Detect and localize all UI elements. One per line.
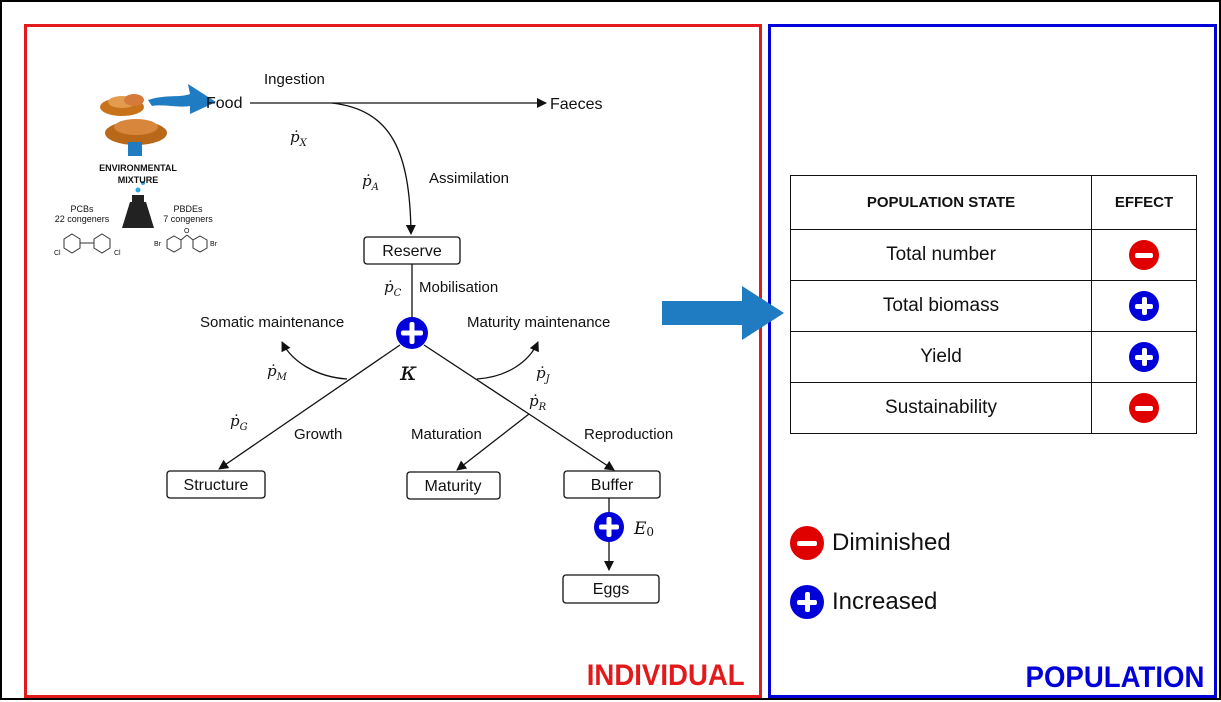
effect-cell <box>1091 382 1197 434</box>
kappa-label: κ <box>399 357 417 387</box>
pc-flux-label: ṗC <box>384 278 402 299</box>
pbde-molecule-icon <box>166 234 208 253</box>
population-state-cell: Total biomass <box>790 280 1092 332</box>
maturity-box: Maturity <box>406 471 501 500</box>
effect-cell <box>1091 331 1197 383</box>
plus-circle-icon <box>1129 291 1159 321</box>
maturity-label: Maturity <box>425 478 482 495</box>
pcb-name: PCBs <box>70 204 94 214</box>
legend-diminished: Diminished <box>790 526 951 560</box>
population-panel-title: POPULATION <box>1025 661 1204 694</box>
table-header-row: POPULATION STATE EFFECT <box>790 175 1197 230</box>
faeces-label: Faeces <box>550 96 602 113</box>
individual-to-population-arrow <box>662 286 784 340</box>
food-label: Food <box>206 95 242 112</box>
col-header-population-state: POPULATION STATE <box>790 175 1092 230</box>
pm-flux-label: ṗM <box>267 362 288 383</box>
eggs-label: Eggs <box>593 581 629 598</box>
population-state-cell: Yield <box>790 331 1092 383</box>
ingestion-label: Ingestion <box>264 71 325 88</box>
e0-label: E0 <box>633 519 654 539</box>
legend-diminished-label: Diminished <box>832 529 951 556</box>
structure-label: Structure <box>184 477 249 494</box>
individual-panel-title: INDIVIDUAL <box>587 659 745 692</box>
pj-flux-label: ṗJ <box>536 364 551 385</box>
somatic-maintenance-label: Somatic maintenance <box>200 314 344 331</box>
plus-circle-icon <box>1129 342 1159 372</box>
col-header-effect: EFFECT <box>1091 175 1197 230</box>
mobilisation-label: Mobilisation <box>419 279 498 296</box>
mixture-heading-line1: ENVIRONMENTAL <box>99 163 177 173</box>
pbde-count: 7 congeners <box>163 214 213 224</box>
pbde-br-right: Br <box>210 241 218 248</box>
flask-icon <box>122 181 154 228</box>
structure-box: Structure <box>166 470 266 499</box>
legend-increased-label: Increased <box>832 588 938 615</box>
population-state-cell: Sustainability <box>790 382 1092 434</box>
table-row: Total biomass <box>790 280 1197 332</box>
effect-cell <box>1091 229 1197 281</box>
minus-circle-icon <box>790 526 824 560</box>
buffer-box: Buffer <box>563 470 661 499</box>
legend-increased: Increased <box>790 585 937 619</box>
maturation-label: Maturation <box>411 426 482 443</box>
population-effects-table: POPULATION STATE EFFECT Total number Tot… <box>790 175 1197 434</box>
pbde-oxygen: O <box>184 228 190 235</box>
table-row: Yield <box>790 331 1197 383</box>
egg-release-plus-icon <box>594 512 624 542</box>
px-flux-label: ṗX <box>290 128 308 149</box>
minus-circle-icon <box>1129 240 1159 270</box>
reserve-label: Reserve <box>382 243 442 260</box>
maturation-branch-arrow <box>456 413 530 471</box>
mixture-heading-line2: MIXTURE <box>118 175 159 185</box>
pbde-name: PBDEs <box>173 204 203 214</box>
minus-circle-icon <box>1129 393 1159 423</box>
population-panel: POPULATION <box>768 24 1217 698</box>
individual-panel: INDIVIDUAL <box>24 24 762 698</box>
reproduction-label: Reproduction <box>584 426 673 443</box>
assimilation-arrow <box>331 102 416 235</box>
kappa-node-plus-icon <box>396 317 428 349</box>
maturity-maintenance-label: Maturity maintenance <box>467 314 610 331</box>
pcb-cl-left: Cl <box>54 250 61 257</box>
food-input-arrow <box>148 84 216 114</box>
population-state-cell: Total number <box>790 229 1092 281</box>
pa-flux-label: ṗA <box>362 172 379 193</box>
growth-label: Growth <box>294 426 342 443</box>
somatic-maintenance-arrow <box>281 341 348 380</box>
pr-flux-label: ṗR <box>529 392 547 413</box>
reserve-box: Reserve <box>363 236 461 265</box>
reproduction-branch-arrow <box>423 344 615 471</box>
plus-circle-icon <box>790 585 824 619</box>
pg-flux-label: ṗG <box>230 412 248 433</box>
pbde-br-left: Br <box>154 241 162 248</box>
effect-cell <box>1091 280 1197 332</box>
pcb-count: 22 congeners <box>55 214 110 224</box>
eggs-box: Eggs <box>562 574 660 604</box>
pcb-cl-right: Cl <box>114 250 121 257</box>
table-row: Sustainability <box>790 382 1197 434</box>
maturity-maintenance-arrow <box>476 341 539 380</box>
growth-branch-arrow <box>218 344 401 470</box>
table-row: Total number <box>790 229 1197 281</box>
buffer-label: Buffer <box>591 477 634 494</box>
assimilation-label: Assimilation <box>429 170 509 187</box>
food-pile-icon <box>100 94 167 156</box>
pcb-molecule-icon <box>63 233 111 254</box>
